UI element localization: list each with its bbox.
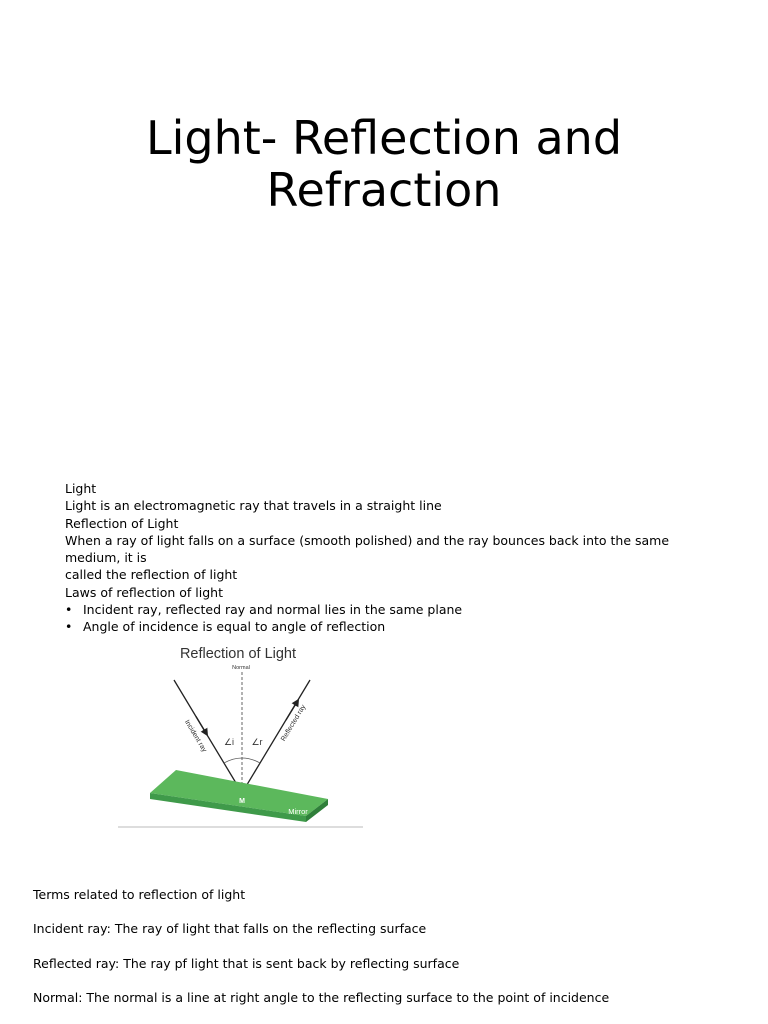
heading-laws: Laws of reflection of light <box>65 584 223 600</box>
incident-ray-arrow <box>195 716 209 737</box>
mirror-edge-side <box>306 799 328 822</box>
heading-reflection: Reflection of Light <box>65 515 179 531</box>
title-line-2: Refraction <box>266 163 502 217</box>
law-item: Incident ray, reflected ray and normal l… <box>65 601 725 619</box>
heading-light: Light <box>65 481 97 496</box>
law-item: Angle of incidence is equal to angle of … <box>65 618 725 636</box>
normal-label: Normal <box>232 665 250 671</box>
laws-list: Incident ray, reflected ray and normal l… <box>65 601 725 636</box>
incident-ray <box>173 679 243 794</box>
diagram-title: Reflection of Light <box>180 646 296 662</box>
terms-section: Terms related to reflection of light Inc… <box>33 886 753 1023</box>
angle-arc <box>223 757 261 764</box>
point-label: M <box>239 798 245 805</box>
reflection-definition-line-2: called the reflection of light <box>65 567 238 583</box>
incident-ray-label: Incident ray <box>183 719 208 754</box>
term-normal: Normal: The normal is a line at right an… <box>33 989 610 1005</box>
term-reflected-ray: Reflected ray: The ray pf light that is … <box>33 955 460 971</box>
reflection-definition-line-1: When a ray of light falls on a surface (… <box>65 532 670 566</box>
light-definition: Light is an electromagnetic ray that tra… <box>65 498 442 514</box>
reflected-ray-arrow <box>285 698 300 721</box>
notes-section: Light Light is an electromagnetic ray th… <box>65 480 725 636</box>
mirror-edge-front <box>150 793 306 822</box>
mirror-label: Mirror <box>288 807 308 816</box>
angle-i-label: ∠i <box>224 737 234 747</box>
reflection-diagram: Reflection of Light Normal Incident ray … <box>118 633 363 829</box>
angle-r-label: ∠r <box>251 737 262 747</box>
term-incident-ray: Incident ray: The ray of light that fall… <box>33 921 427 937</box>
mirror-top <box>150 770 328 816</box>
terms-heading: Terms related to reflection of light <box>33 887 246 902</box>
page-title: Light- Reflection and Refraction <box>0 112 768 216</box>
title-line-1: Light- Reflection and <box>145 111 623 165</box>
